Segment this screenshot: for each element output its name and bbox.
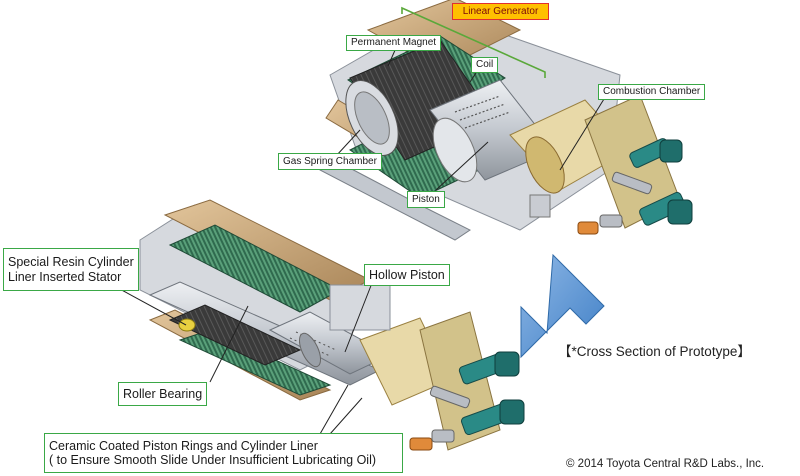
special-resin-line2: Liner Inserted Stator [8, 269, 122, 284]
ceramic-line2: ( to Ensure Smooth Slide Under Insuffici… [49, 453, 377, 467]
transition-arrow [520, 253, 605, 359]
hollow-piston-label: Hollow Piston [364, 264, 450, 286]
combustion-chamber-label: Combustion Chamber [598, 84, 706, 100]
top-engine [319, 0, 693, 241]
special-resin-label: Special Resin Cylinder Liner Inserted St… [3, 248, 139, 291]
top-piston [429, 79, 556, 183]
linear-generator-bracket [401, 6, 546, 78]
bottom-leader-lines [117, 282, 373, 435]
bottom-magnet [168, 304, 302, 366]
bottom-flange [419, 311, 501, 451]
coil-label: Coil [471, 57, 499, 73]
ceramic-line1: Ceramic Coated Piston Rings and Cylinder… [49, 438, 318, 453]
gas-spring-chamber-label: Gas Spring Chamber [278, 153, 382, 170]
roller-bearing-label: Roller Bearing [118, 382, 208, 406]
bottom-block-right [329, 284, 391, 331]
ceramic-coated-label: Ceramic Coated Piston Rings and Cylinder… [44, 433, 403, 473]
special-resin-line1: Special Resin Cylinder [8, 255, 134, 270]
cross-section-caption: 【*Cross Section of Prototype】 [558, 344, 751, 359]
piston-label: Piston [407, 191, 445, 208]
bottom-bearing-mark [178, 318, 196, 332]
top-leader-lines [335, 47, 605, 191]
bottom-engine [139, 199, 525, 451]
copyright-notice: © 2014 Toyota Central R&D Labs., Inc. [566, 458, 765, 470]
bottom-injectors [409, 351, 525, 451]
top-injectors [577, 138, 693, 235]
permanent-magnet-label: Permanent Magnet [346, 35, 442, 51]
linear-generator-label: Linear Generator [452, 3, 549, 20]
